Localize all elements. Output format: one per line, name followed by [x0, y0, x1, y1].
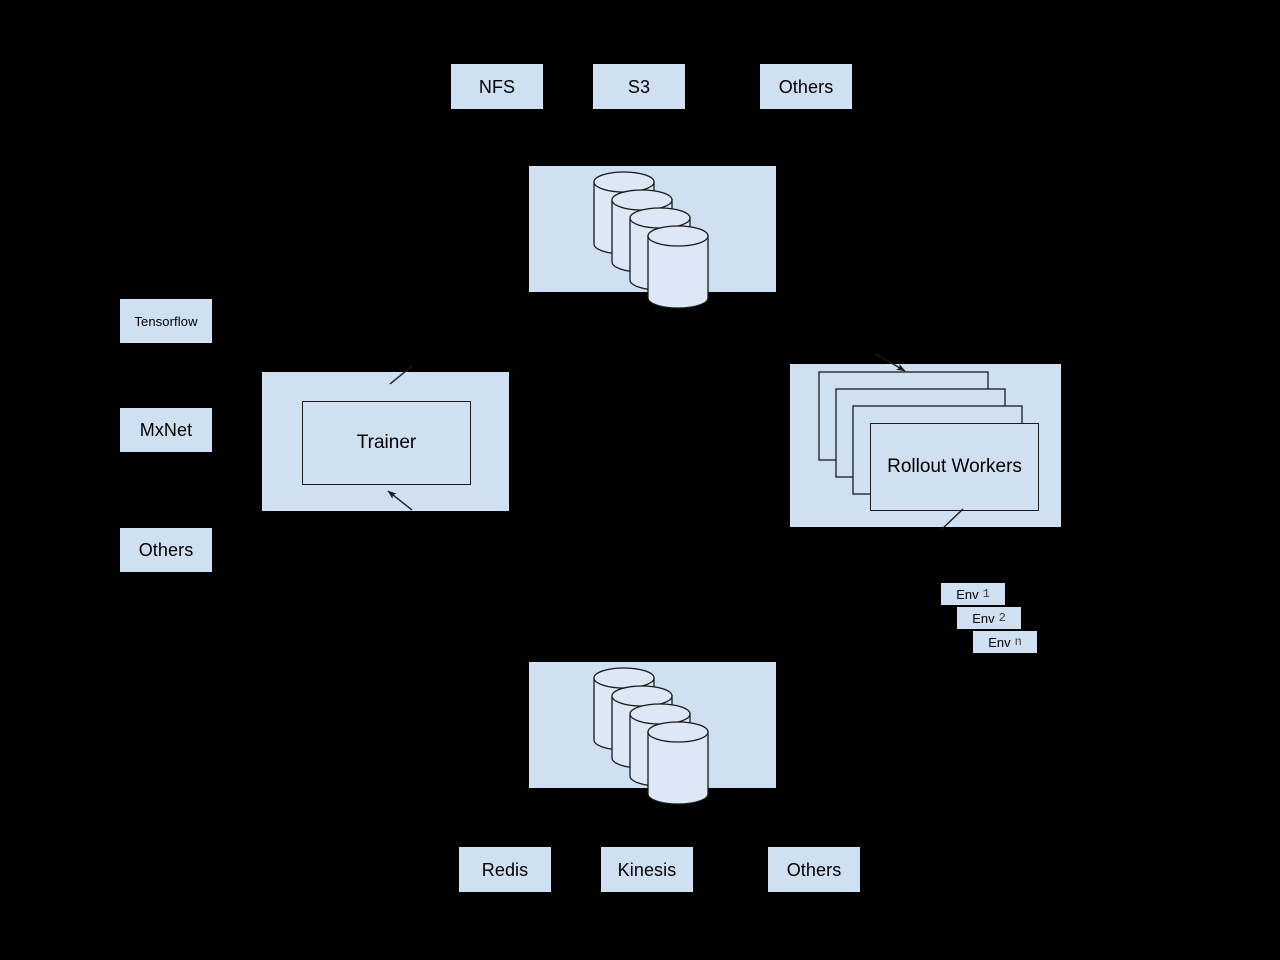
rollout-workers-box-label: Rollout Workers	[887, 456, 1022, 477]
framework-node-others-label: Others	[138, 540, 194, 560]
stream-node-others-label: Others	[786, 859, 842, 880]
stream-node-kinesis[interactable]: Kinesis	[601, 847, 693, 892]
stream-node-kinesis-label: Kinesis	[617, 859, 677, 880]
storage-node-nfs-label: NFS	[478, 76, 516, 97]
env-chip-2-index: 2	[998, 611, 1006, 625]
env-chip-1-name: Env	[956, 586, 979, 602]
env-chip-n-index: n	[1014, 635, 1022, 649]
storage-node-others-label: Others	[778, 76, 834, 97]
database-panel-top	[529, 166, 776, 292]
env-chip-1-index: 1	[982, 587, 990, 601]
storage-node-others[interactable]: Others	[760, 64, 852, 109]
storage-node-s3[interactable]: S3	[593, 64, 685, 109]
env-chip-n[interactable]: Env n	[973, 631, 1037, 653]
framework-node-mxnet-label: MxNet	[139, 420, 193, 440]
stream-node-redis[interactable]: Redis	[459, 847, 551, 892]
framework-node-mxnet[interactable]: MxNet	[120, 408, 212, 452]
storage-node-nfs[interactable]: NFS	[451, 64, 543, 109]
stream-node-redis-label: Redis	[481, 859, 529, 880]
framework-node-tensorflow[interactable]: Tensorflow	[120, 299, 212, 343]
rollout-workers-box[interactable]: Rollout Workers	[870, 423, 1039, 511]
framework-node-tensorflow-label: Tensorflow	[134, 313, 198, 329]
trainer-box-label: Trainer	[356, 432, 417, 453]
storage-node-s3-label: S3	[627, 76, 651, 97]
env-chip-n-name: Env	[988, 634, 1011, 650]
database-panel-bottom	[529, 662, 776, 788]
stream-node-others[interactable]: Others	[768, 847, 860, 892]
env-chip-2[interactable]: Env 2	[957, 607, 1021, 629]
framework-node-others[interactable]: Others	[120, 528, 212, 572]
trainer-box[interactable]: Trainer	[302, 401, 471, 485]
env-chip-1[interactable]: Env 1	[941, 583, 1005, 605]
env-chip-2-name: Env	[972, 610, 995, 626]
